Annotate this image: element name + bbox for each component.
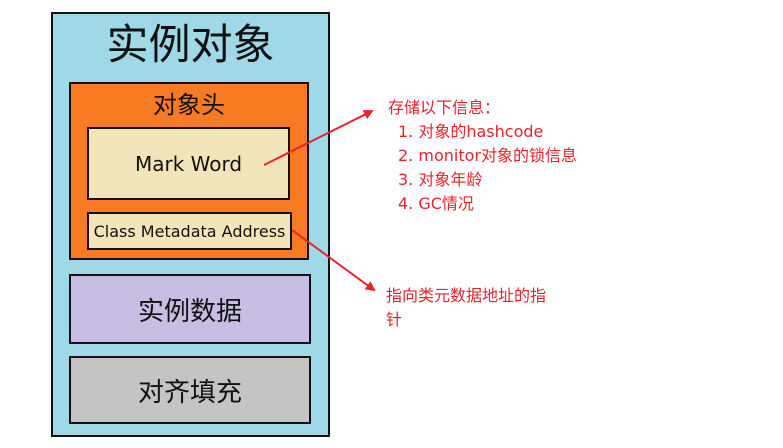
- object-header-title: 对象头: [153, 91, 225, 119]
- mark-word-note-item: 1. 对象的hashcode: [398, 122, 544, 141]
- mark-word-arrow: [263, 110, 374, 166]
- mark-word-note-item: 3. 对象年龄: [398, 170, 483, 189]
- mark-word-note: 存储以下信息： 1. 对象的hashcode 2. monitor对象的锁信息 …: [388, 96, 577, 216]
- class-metadata-address-box: Class Metadata Address: [87, 212, 292, 250]
- instance-data-box: 实例数据: [69, 274, 311, 344]
- class-address-arrow: [291, 229, 376, 292]
- mark-word-box: Mark Word: [87, 127, 290, 200]
- alignment-padding-box: 对齐填充: [69, 356, 311, 424]
- instance-object-title: 实例对象: [106, 20, 275, 69]
- mark-word-note-heading: 存储以下信息：: [388, 98, 501, 117]
- mark-word-note-item: 4. GC情况: [398, 194, 474, 213]
- class-address-note: 指向类元数据地址的指针: [386, 286, 547, 329]
- mark-word-note-item: 2. monitor对象的锁信息: [398, 146, 577, 165]
